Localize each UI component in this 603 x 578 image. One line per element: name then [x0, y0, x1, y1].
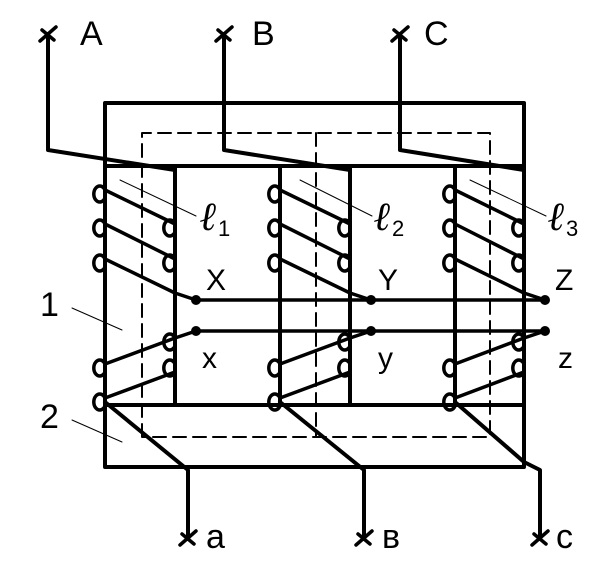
lead-c-low	[453, 400, 542, 538]
primary-leads	[46, 32, 526, 172]
star-label-X: X	[206, 264, 226, 297]
part-label-1: 1	[40, 286, 59, 324]
star-label-y: y	[378, 342, 393, 375]
terminal-symbol-в	[354, 529, 374, 547]
terminal-symbol-c	[530, 529, 550, 547]
node-z	[540, 326, 550, 336]
lead-c	[398, 32, 526, 172]
secondary-star-connection	[173, 326, 550, 340]
coil-leg-2	[267, 184, 352, 412]
lead-a	[46, 32, 177, 172]
node-y	[366, 326, 376, 336]
coil-leg-1	[92, 184, 177, 412]
flux-path-outer	[141, 132, 491, 438]
lead-b	[222, 32, 352, 172]
terminal-symbol-A	[38, 25, 58, 43]
terminal-label-a: a	[206, 518, 225, 556]
winding-label-2-letter: ℓ	[374, 193, 391, 240]
winding-label-1-letter: ℓ	[200, 193, 217, 240]
magnetic-core	[103, 101, 526, 469]
part-label-2: 2	[40, 398, 59, 436]
leader-lines	[71, 179, 547, 443]
node-X	[191, 295, 201, 305]
node-x	[191, 326, 201, 336]
star-label-Z: Z	[555, 264, 573, 297]
terminal-label-в: в	[382, 518, 400, 556]
node-Y	[366, 295, 376, 305]
flux-paths	[141, 132, 491, 438]
coil-leg-3	[442, 184, 526, 412]
winding-label-3-index: 3	[566, 216, 578, 241]
secondary-leads	[103, 400, 542, 538]
terminal-label-c: c	[556, 518, 573, 556]
core-outline	[103, 101, 526, 469]
terminal-symbol-C	[390, 25, 410, 43]
winding-label-1-index: 1	[218, 216, 230, 241]
winding-label-3-letter: ℓ	[548, 193, 565, 240]
terminal-symbol-B	[214, 25, 234, 43]
winding-label-2-index: 2	[392, 216, 404, 241]
star-label-x: x	[202, 342, 217, 375]
terminal-label-A: A	[80, 15, 103, 53]
terminal-symbol-a	[178, 529, 198, 547]
star-label-z: z	[558, 342, 573, 375]
star-label-Y: Y	[378, 264, 398, 297]
node-Z	[540, 295, 550, 305]
terminal-label-C: C	[424, 15, 449, 53]
lead-a-low	[103, 400, 190, 538]
terminal-label-B: B	[252, 15, 275, 53]
primary-star-connection	[173, 291, 550, 305]
lead-b-low	[278, 400, 366, 538]
